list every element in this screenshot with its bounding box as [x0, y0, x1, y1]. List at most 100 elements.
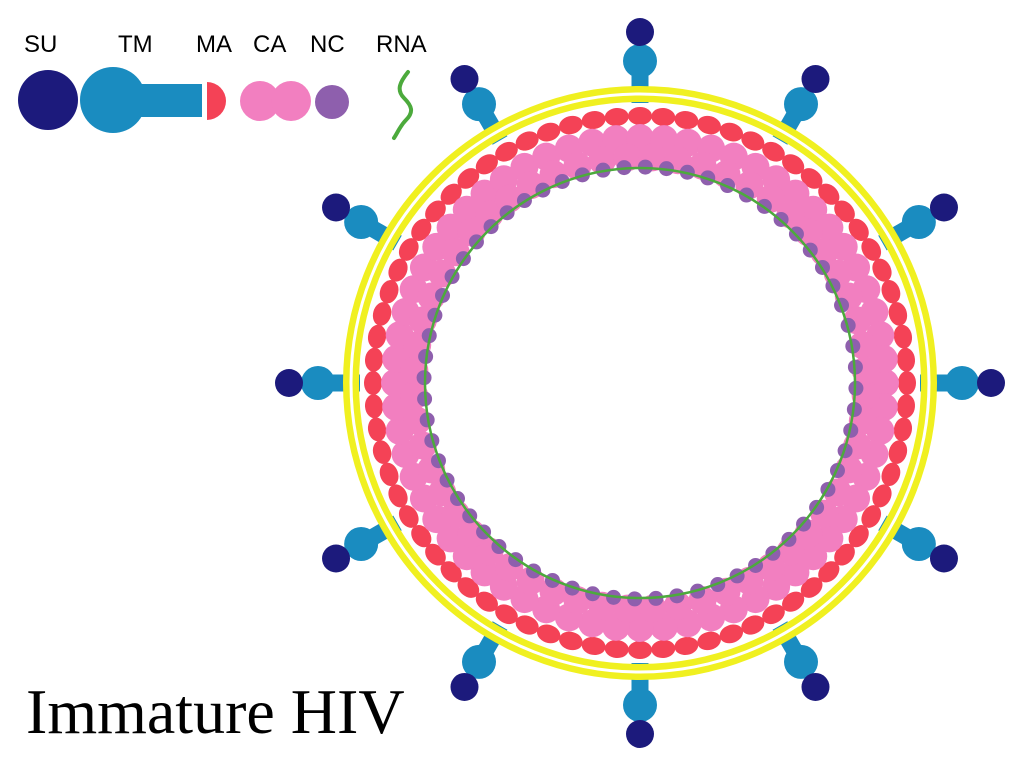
ma-unit [719, 624, 744, 644]
legend: SU TM MA CA NC RNA [18, 31, 427, 140]
ca-unit [452, 542, 481, 571]
ma-unit [881, 462, 901, 487]
nucleocapsid-layer [416, 159, 864, 607]
ma-unit [651, 639, 676, 659]
ma-unit [457, 577, 480, 598]
ma-unit [379, 462, 399, 487]
su-cap [322, 544, 351, 573]
ca-unit [470, 179, 499, 208]
su-cap [929, 544, 958, 573]
ma-unit [411, 525, 432, 548]
ma-unit [719, 122, 744, 142]
su-cap [929, 193, 958, 222]
ca-unit [436, 524, 465, 553]
legend-nc-icon [315, 85, 349, 119]
ma-unit [495, 141, 518, 162]
ma-unit [398, 238, 419, 261]
su-cap [275, 369, 303, 397]
ca-unit [799, 542, 828, 571]
ca-unit [799, 195, 828, 224]
ca-unit [436, 213, 465, 242]
tm-head [784, 644, 818, 679]
ma-unit [559, 115, 583, 135]
ma-unit [536, 122, 561, 142]
ca-unit [452, 195, 481, 224]
tm-head [344, 205, 379, 239]
ma-unit [604, 107, 629, 127]
ma-unit [800, 168, 823, 189]
ma-unit [411, 218, 432, 241]
ca-unit [781, 179, 810, 208]
legend-su-icon [18, 70, 78, 130]
ma-unit [515, 131, 539, 151]
ma-unit [379, 279, 399, 304]
ma-unit [881, 279, 901, 304]
tm-head [462, 644, 496, 679]
ma-unit [741, 615, 765, 635]
ma-unit [888, 440, 908, 464]
ma-unit [741, 131, 765, 151]
ma-unit [367, 417, 387, 442]
diagram-title: Immature HIV [26, 676, 405, 747]
ma-unit [834, 200, 855, 223]
legend-label-tm: TM [118, 31, 153, 58]
ca-unit [815, 213, 844, 242]
ma-unit [364, 394, 384, 419]
ma-unit [364, 347, 384, 372]
legend-rna-icon [392, 70, 413, 140]
legend-label-nc: NC [310, 31, 345, 58]
ma-unit [888, 302, 908, 326]
ma-unit [848, 218, 869, 241]
ma-unit [388, 484, 408, 508]
lipid-membrane [343, 86, 937, 680]
rna-strand [423, 166, 857, 600]
ma-unit [628, 107, 652, 125]
legend-label-su: SU [24, 31, 57, 58]
legend-label-rna: RNA [376, 31, 427, 58]
legend-ma-icon [207, 82, 226, 120]
ma-unit [674, 110, 699, 130]
ma-unit [697, 115, 721, 135]
ma-unit [762, 141, 785, 162]
ma-unit [515, 615, 539, 635]
su-cap [801, 65, 830, 94]
ma-unit [848, 525, 869, 548]
ma-unit [475, 591, 498, 612]
tm-head [623, 44, 657, 78]
ma-unit [800, 577, 823, 598]
ma-unit [651, 107, 676, 127]
ma-unit [818, 561, 840, 583]
ma-unit [861, 238, 882, 261]
ma-unit [440, 561, 462, 583]
ma-unit [495, 604, 518, 625]
tm-head [945, 366, 979, 400]
su-cap [977, 369, 1005, 397]
ma-unit [559, 631, 583, 651]
virion [275, 18, 1005, 748]
ma-unit [457, 168, 480, 189]
ma-unit [581, 110, 606, 130]
su-cap [450, 672, 479, 701]
ma-unit [367, 324, 387, 349]
ma-unit [896, 394, 916, 419]
tm-head [901, 527, 936, 561]
ma-unit [896, 347, 916, 372]
ma-unit [628, 641, 652, 659]
ma-unit [536, 624, 561, 644]
ma-unit [872, 484, 892, 508]
tm-head [623, 688, 657, 722]
tm-head [301, 366, 335, 400]
su-cap [626, 720, 654, 748]
ca-unit [781, 558, 810, 587]
ma-unit [893, 324, 913, 349]
su-cap [626, 18, 654, 46]
ma-unit [604, 639, 629, 659]
ma-unit [893, 417, 913, 442]
ma-unit [898, 371, 916, 395]
ma-unit [425, 543, 446, 566]
ma-unit [372, 440, 392, 464]
legend-label-ca: CA [253, 31, 286, 58]
tm-head [784, 87, 818, 122]
ma-unit [861, 505, 882, 528]
